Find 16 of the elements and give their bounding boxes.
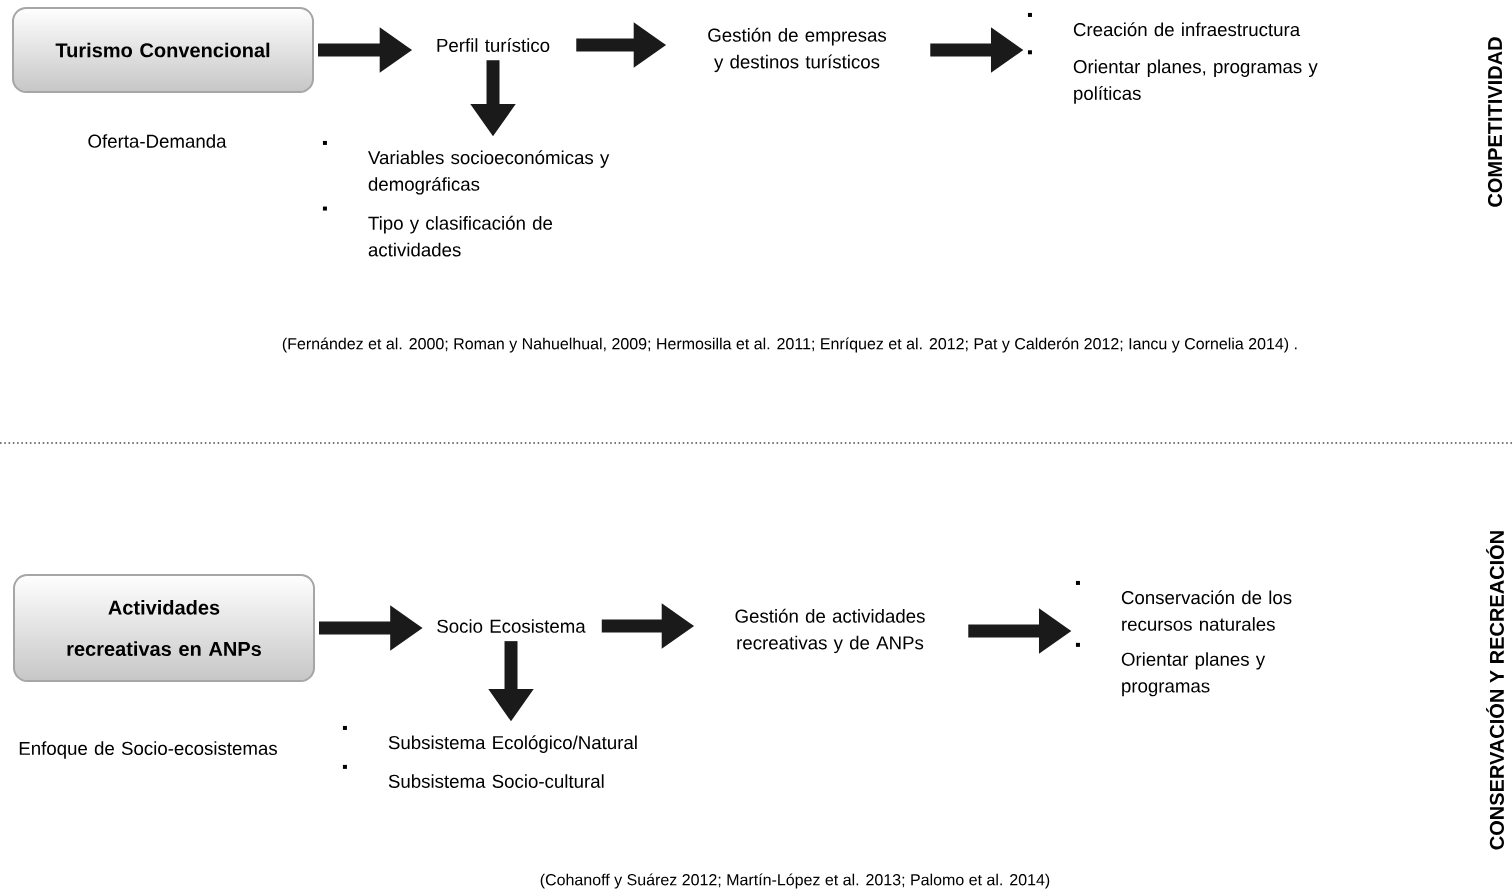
bullet-list: Creación de infraestructura Orientar planes, programas y políticas <box>1027 12 1318 104</box>
caption-text: Oferta-Demanda <box>88 134 227 148</box>
rounded-box: Turismo Convencional <box>12 7 314 93</box>
node-text: Socio Ecosistema <box>437 619 586 633</box>
side-heading: CONSERVACIÓN Y RECREACIÓN <box>1486 531 1504 850</box>
citation-text: (Cohanoff y Suárez 2012; Martín-López et al. 2013; Palomo et al. 2014) <box>540 873 1050 889</box>
citation-text: (Fernández et al. 2000; Roman y Nahuelhual, 2009; Hermosilla et al. 2011; Enríquez et al. 2012; Pat y Calderón 2012; Iancu y Cornelia 2014) . <box>282 337 1297 353</box>
node-text: Perfil turístico <box>437 38 550 52</box>
node-text: Gestión de empresas y destinos turísticos <box>708 27 887 73</box>
bullet-list: Subsistema Ecológico/Natural Subsistema Socio-cultural <box>342 725 637 788</box>
side-heading: COMPETITIVIDAD <box>1487 37 1503 207</box>
caption-text: Enfoque de Socio-ecosistemas <box>19 741 277 759</box>
node-text: Gestión de actividades recreativas y de ANPs <box>735 608 925 654</box>
bullet-list: Conservación de los recursos naturales Orientar planes y programas <box>1075 580 1292 697</box>
bullet-list: Variables socioeconómicas y demográficas Tipo y clasificación de actividades <box>322 140 610 257</box>
rounded-box: Actividades recreativas en ANPs <box>13 574 315 682</box>
